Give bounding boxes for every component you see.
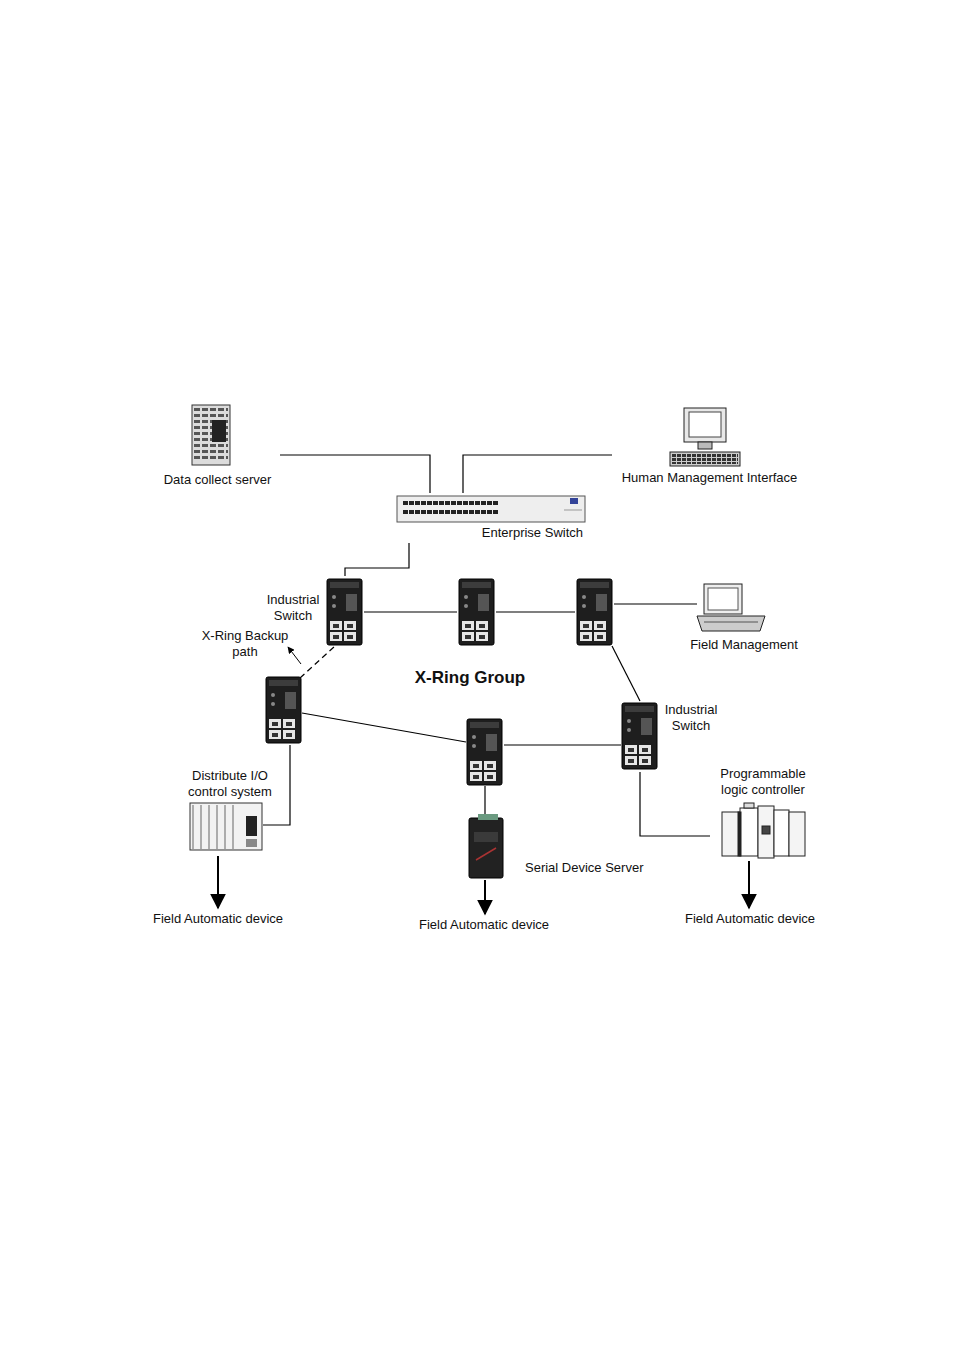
backup-path [300, 646, 335, 678]
industrial-switch-icons [266, 579, 657, 785]
laptop-icon [697, 584, 765, 631]
node-label: Field Automatic device [411, 917, 557, 933]
output-arrow [484, 880, 486, 914]
network-cable [280, 455, 430, 493]
node-label: Enterprise Switch [397, 525, 583, 541]
workstation-icon [670, 408, 740, 466]
plc-box: Programmable logic controller [710, 766, 816, 861]
node-label: Field Management [685, 637, 803, 653]
node-label: Serial Device Server [525, 860, 655, 876]
io-box: Distribute I/O control system [178, 768, 282, 856]
network-cable [345, 543, 409, 576]
device-box: Field Automatic device [675, 908, 825, 932]
node-label: Programmable logic controller [712, 766, 814, 798]
node-label: Field Automatic device [677, 911, 823, 927]
network-cable [463, 455, 612, 493]
serial-server-icon [469, 814, 503, 878]
callout-arrow [288, 647, 301, 664]
group-title: X-Ring Group [395, 668, 545, 688]
enterprise-switch-icon [397, 496, 585, 522]
server-box: Data collect server [155, 402, 280, 492]
io-rack-icon [190, 803, 262, 850]
server-icon [192, 405, 230, 465]
network-cable [640, 772, 710, 836]
node-label: Distribute I/O control system [180, 768, 280, 800]
output-arrow [217, 856, 219, 908]
server-box: Serial Device Server [465, 812, 657, 880]
switch-box: Enterprise Switch [395, 493, 587, 543]
node-label: Industrial Switch [660, 702, 722, 734]
node-label: Human Management Interface [614, 470, 805, 486]
device-box: Field Automatic device [143, 908, 293, 932]
workstation-box: Human Management Interface [612, 404, 807, 492]
device-box: Field Automatic device [409, 914, 559, 938]
output-arrow [748, 861, 750, 908]
plc-icon [722, 803, 805, 858]
node-label: Field Automatic device [145, 911, 291, 927]
node-label: Industrial Switch [264, 592, 322, 624]
switch-box: Industrial Switch [618, 698, 724, 772]
callout-label: X-Ring Backup path [197, 628, 293, 660]
laptop-box: Field Management [683, 580, 805, 662]
node-label: Data collect server [157, 472, 278, 488]
